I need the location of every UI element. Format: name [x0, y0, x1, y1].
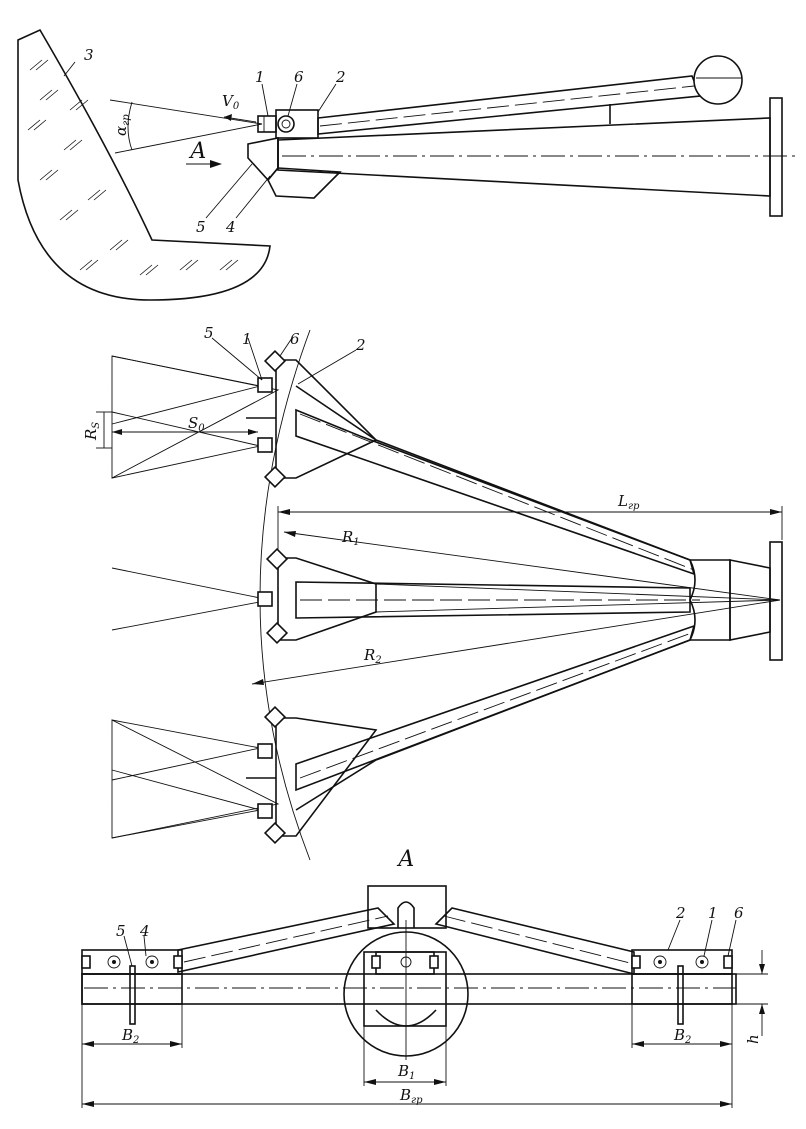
soil-hatching [27, 59, 239, 276]
front-callout-6: 6 [734, 904, 744, 922]
front-callout-5: 5 [116, 922, 126, 940]
dim-v0: V0 [222, 92, 240, 112]
callout-1: 1 [255, 68, 265, 86]
plan-callout-1: 1 [242, 330, 252, 348]
callout-3: 3 [84, 46, 94, 64]
arrow-a-label: А [188, 139, 207, 164]
dim-alpha: αгр [112, 114, 132, 136]
dim-bgr: Bгр [399, 1086, 423, 1106]
dim-rs: RS [82, 422, 102, 441]
plan-callout-6: 6 [290, 330, 300, 348]
side-view [17, 28, 800, 301]
plan-callout-5: 5 [204, 324, 214, 342]
dim-b2-left: B2 [121, 1026, 139, 1046]
front-view [81, 885, 768, 1108]
dim-b2-right: B2 [673, 1026, 691, 1046]
front-callout-4: 4 [139, 922, 150, 940]
callout-5: 5 [196, 218, 206, 236]
plan-callout-2: 2 [355, 336, 366, 354]
dim-h: h [744, 1034, 762, 1044]
front-callout-2: 2 [675, 904, 686, 922]
dim-r2: R2 [363, 646, 382, 666]
dim-lgr: Lгр [617, 492, 640, 512]
dim-s0: S0 [188, 414, 205, 434]
front-callout-1: 1 [708, 904, 718, 922]
callout-4: 4 [225, 218, 236, 236]
dim-b1: B1 [397, 1062, 415, 1082]
dim-r1: R1 [341, 528, 360, 548]
callout-2: 2 [335, 68, 346, 86]
soil-mass [17, 28, 271, 301]
view-a-label: А [396, 847, 415, 872]
callout-6: 6 [294, 68, 304, 86]
plan-view [96, 329, 783, 861]
